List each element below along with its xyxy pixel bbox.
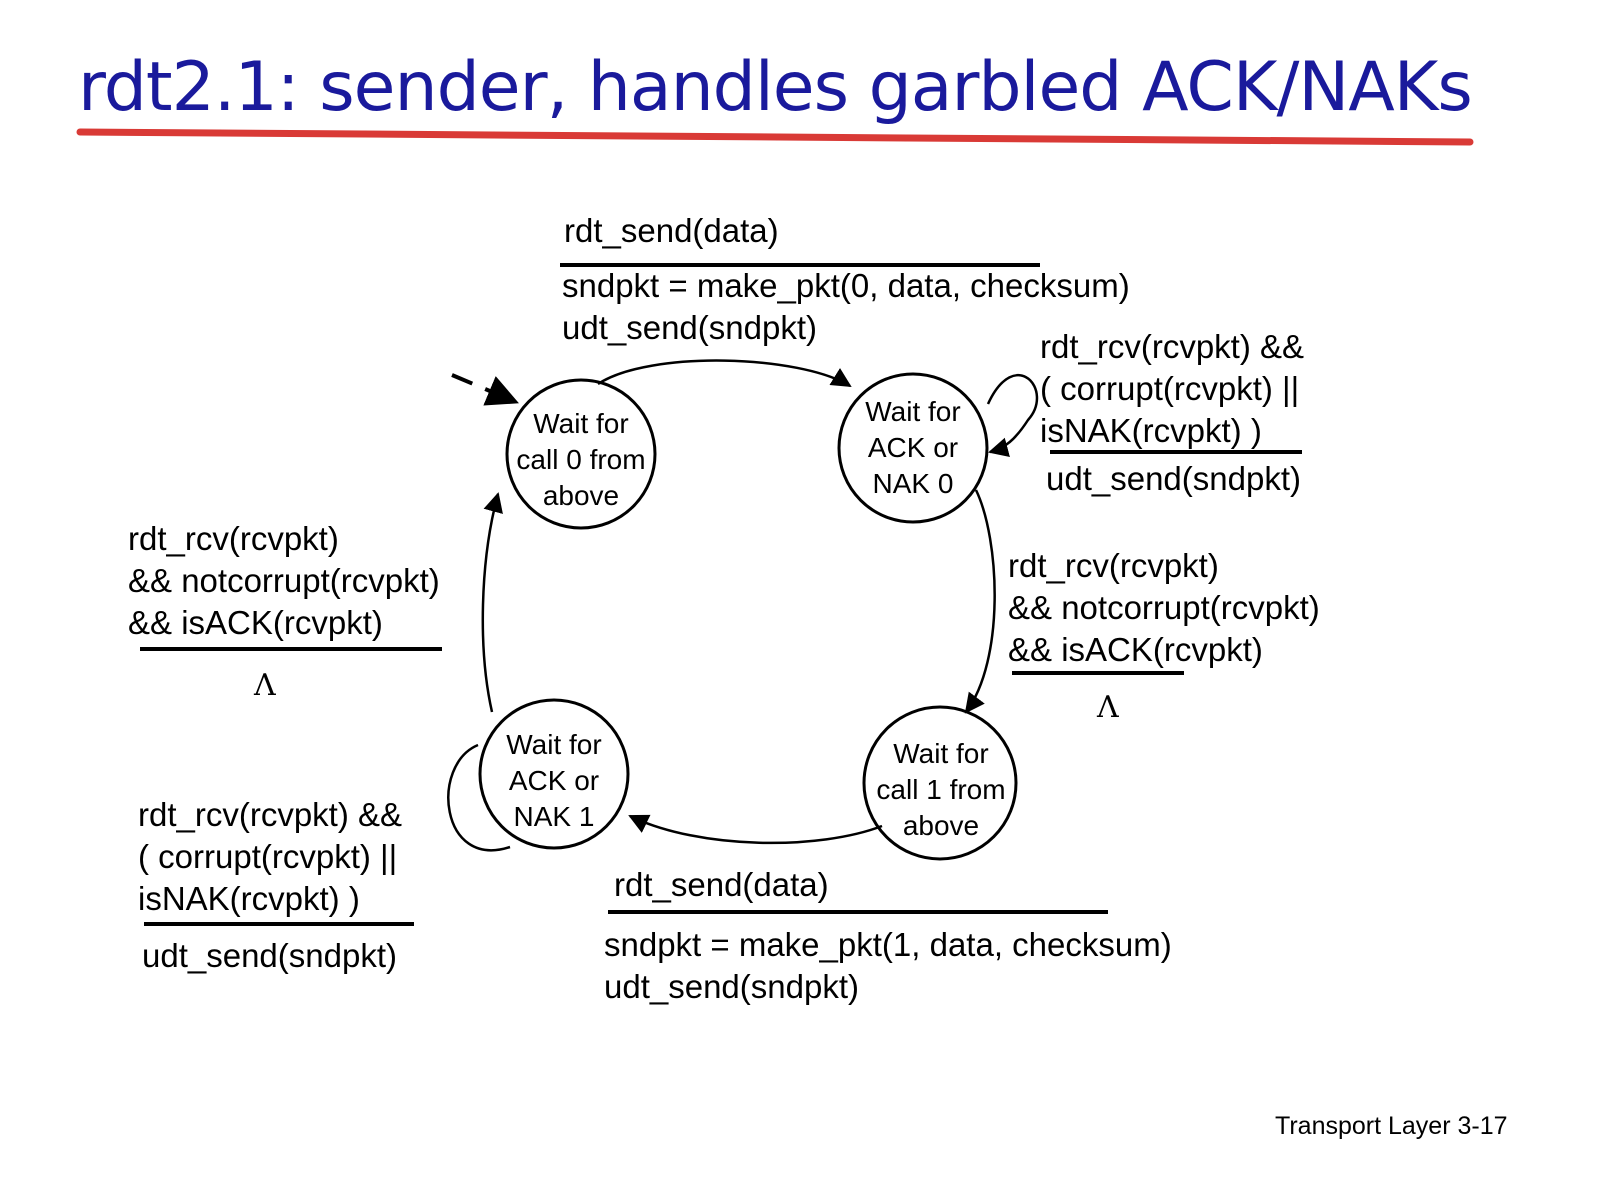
t4-action: sndpkt = make_pkt(1, data, checksum)udt_… [604,926,1172,1005]
initial-arrow [451,373,519,406]
t6-event: rdt_rcv(rcvpkt)&& notcorrupt(rcvpkt)&& i… [128,520,440,641]
state-wait-ack0-circle [837,372,989,524]
t1-action: sndpkt = make_pkt(0, data, checksum)udt_… [562,267,1130,346]
title-underline [76,128,1474,146]
t3-event: rdt_rcv(rcvpkt)&& notcorrupt(rcvpkt)&& i… [1008,547,1320,668]
state-wait-ack1-circle [478,698,630,850]
slide-title: rdt2.1: sender, handles garbled ACK/NAKs [78,48,1473,127]
arrow-ack0-self [986,374,1039,458]
arrow-ack0-to-call1 [964,489,996,714]
t1-event: rdt_send(data) [564,212,779,249]
arrow-call1-to-ack1 [628,814,883,845]
slide-footer: Transport Layer 3-17 [1275,1112,1508,1140]
t3-action-lambda: Λ [1097,690,1119,725]
state-wait-call0-circle [505,378,657,530]
t2-action: udt_send(sndpkt) [1046,460,1301,497]
t5-action: udt_send(sndpkt) [142,937,397,974]
arrow-call0-to-ack0 [597,359,852,388]
t6-action-lambda: Λ [254,668,276,703]
arrow-ack1-to-call0 [481,492,503,713]
t4-event: rdt_send(data) [614,866,829,903]
t5-event: rdt_rcv(rcvpkt) &&( corrupt(rcvpkt) ||is… [138,796,403,917]
t2-event: rdt_rcv(rcvpkt) &&( corrupt(rcvpkt) ||is… [1040,328,1305,449]
state-wait-call1-circle [862,705,1018,861]
arrow-ack1-self [447,743,511,852]
